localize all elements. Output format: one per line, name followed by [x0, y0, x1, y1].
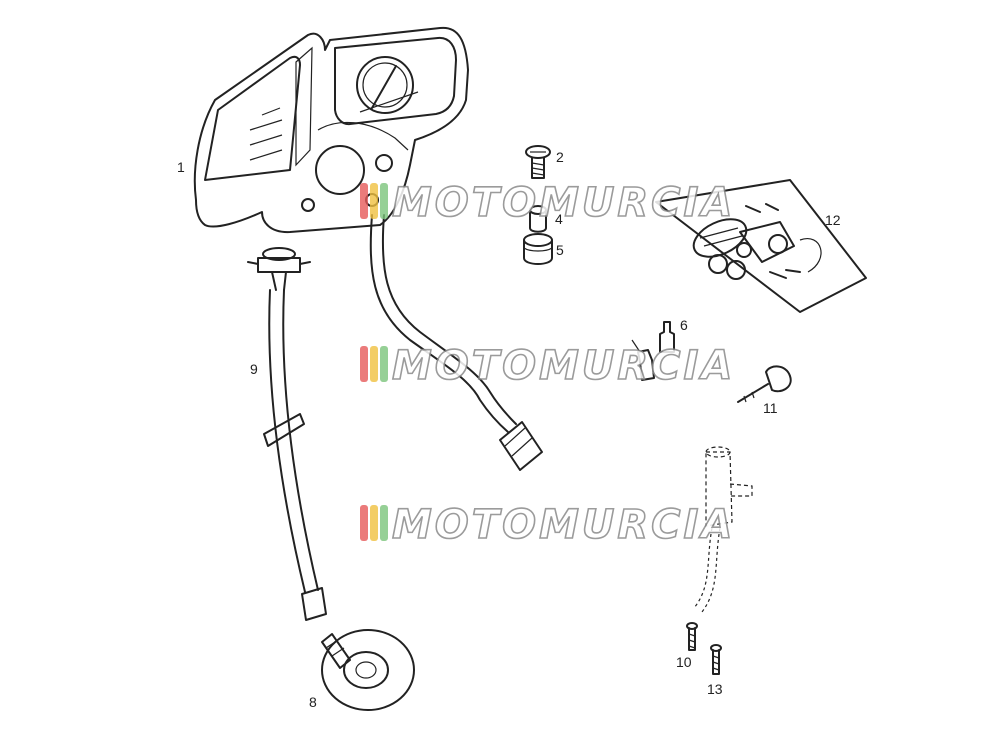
callout-1: 1 — [177, 159, 185, 175]
lock-set-12: 12 — [655, 179, 867, 313]
screw-10: 10 — [676, 622, 698, 670]
wiring-harness — [369, 214, 543, 471]
screw-2: 2 — [525, 145, 564, 179]
grommet-5: 5 — [523, 233, 564, 265]
watermark-text: MOTOMURCIA — [392, 502, 735, 548]
bulb-6: 6 — [631, 317, 688, 381]
callout-12: 12 — [825, 212, 841, 228]
callout-13: 13 — [707, 681, 723, 697]
callout-5: 5 — [556, 242, 564, 258]
callout-2: 2 — [556, 149, 564, 165]
speedometer-cable-9: 9 — [247, 247, 327, 621]
screw-13: 13 — [707, 644, 723, 697]
watermark-bottom: MOTOMURCIA — [360, 501, 735, 549]
callout-10: 10 — [676, 654, 692, 670]
speedometer-drive-8: 8 — [309, 629, 415, 711]
sensor-assembly — [693, 446, 753, 613]
callout-8: 8 — [309, 694, 317, 710]
callout-4: 4 — [555, 211, 563, 227]
callout-11: 11 — [763, 400, 778, 416]
spacer-4: 4 — [529, 205, 563, 233]
watermark-text: MOTOMURCIA — [392, 180, 735, 226]
watermark-text: MOTOMURCIA — [392, 343, 735, 389]
watermark-top: MOTOMURCIA — [360, 179, 735, 227]
watermark-middle: MOTOMURCIA — [360, 342, 735, 390]
callout-6: 6 — [680, 317, 688, 333]
key-11: 11 — [737, 365, 792, 416]
callout-9: 9 — [250, 361, 258, 377]
